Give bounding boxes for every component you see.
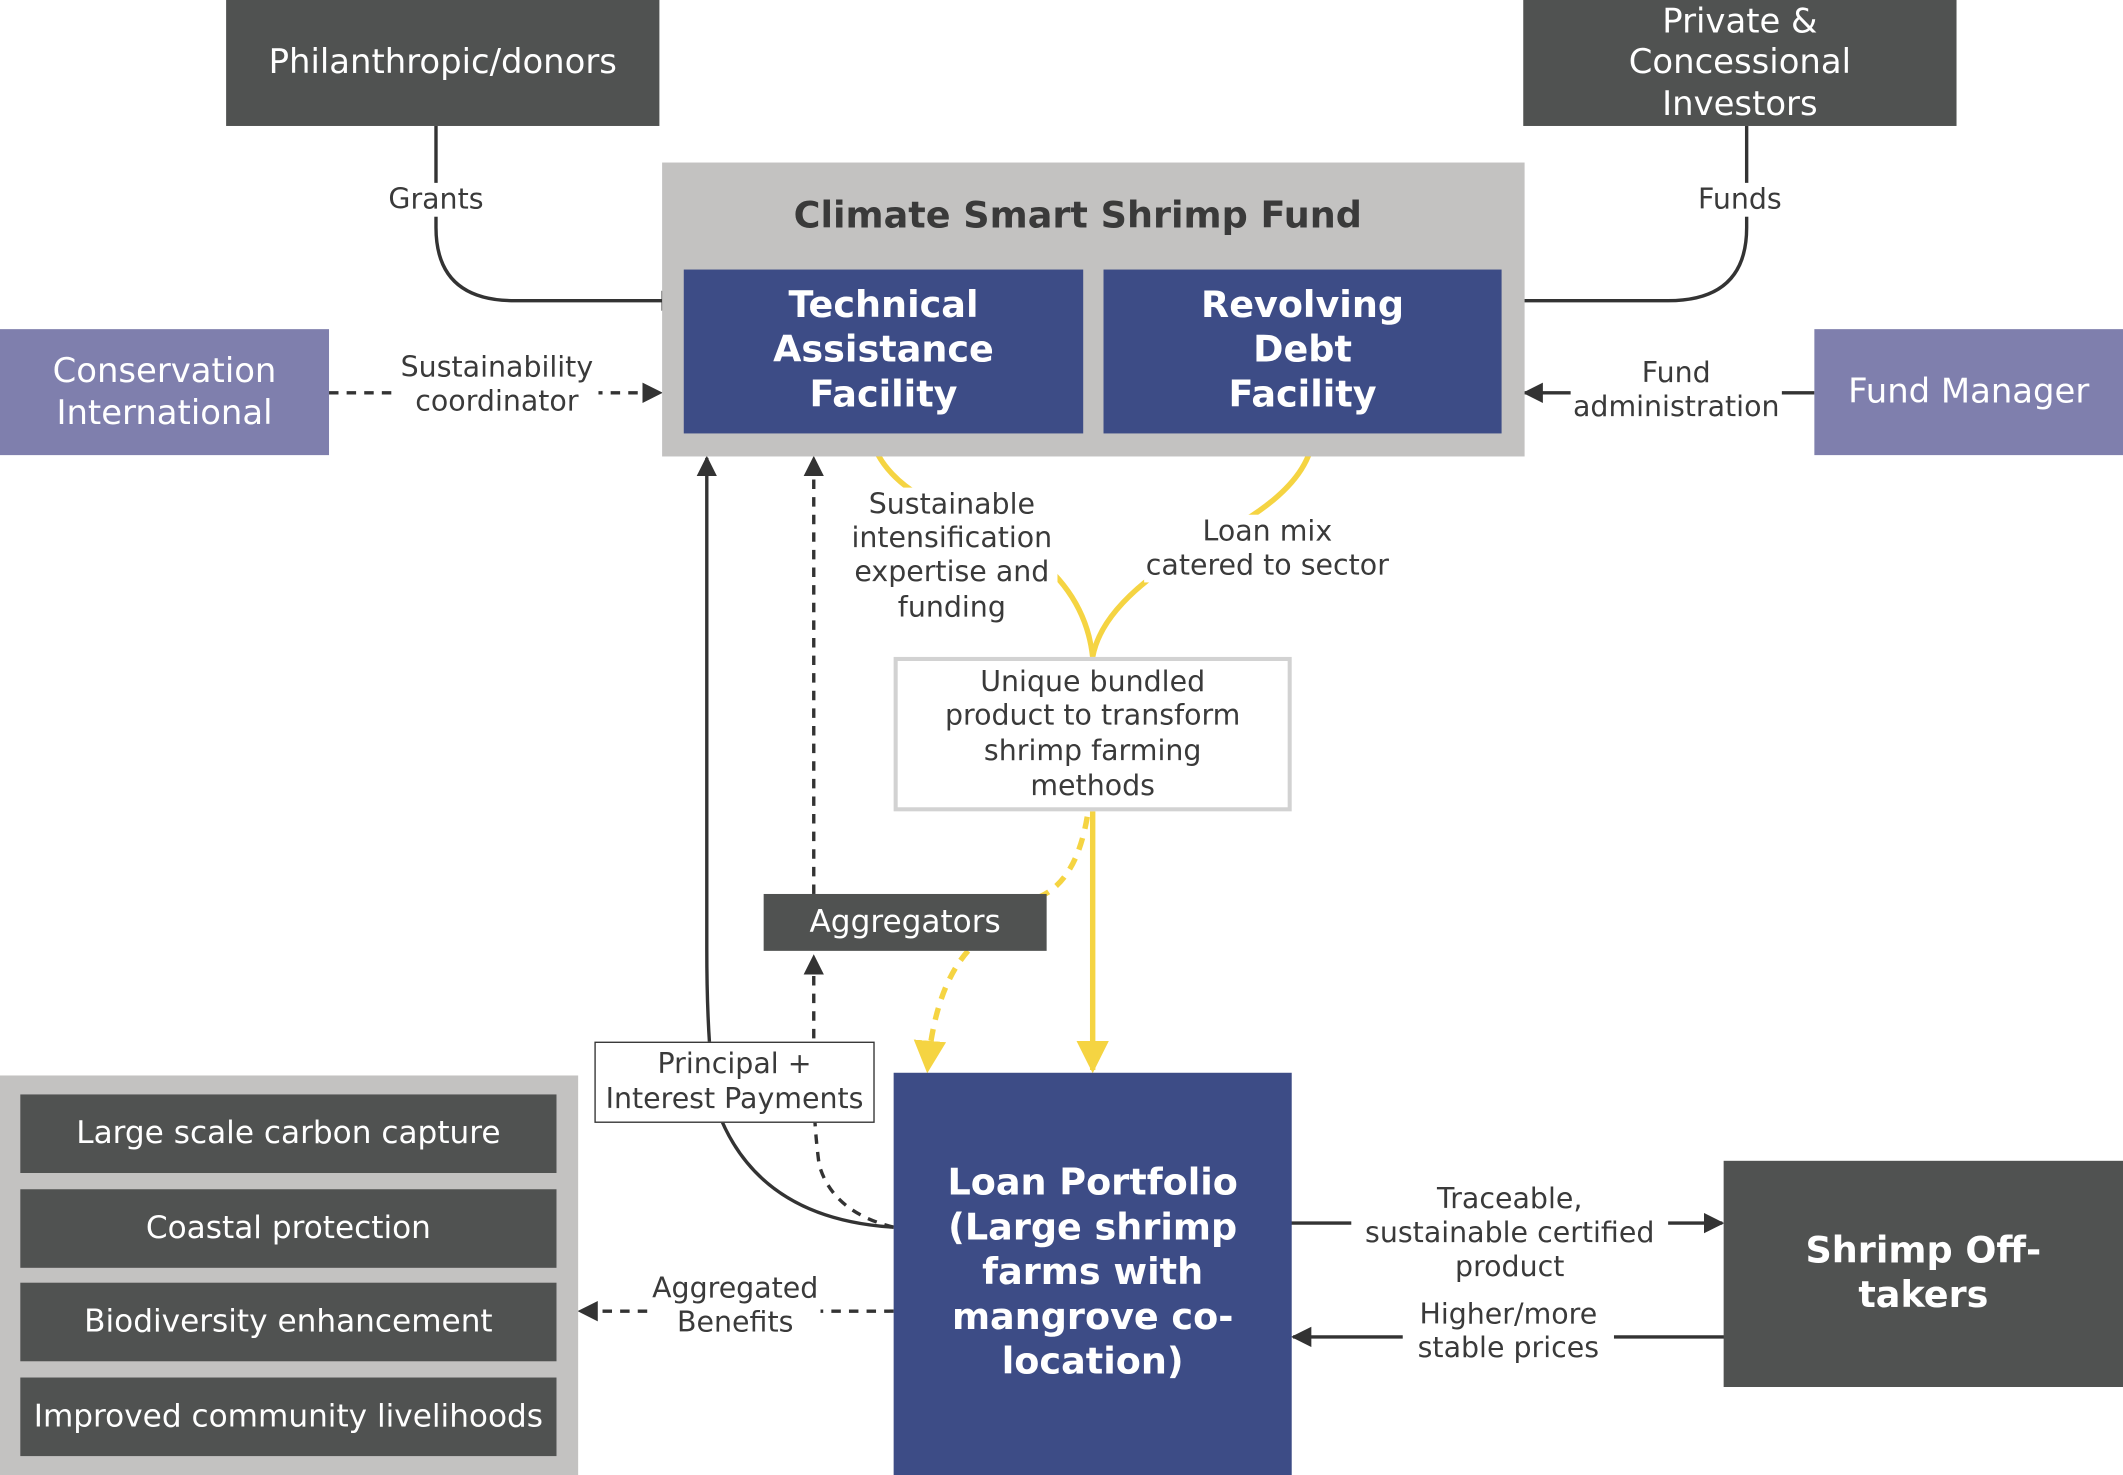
benefit-biodiversity-label: Biodiversity enhancement bbox=[84, 1304, 493, 1340]
benefit-carbon: Large scale carbon capture bbox=[20, 1094, 557, 1173]
bundled-product-box: Unique bundled product to transform shri… bbox=[893, 656, 1292, 812]
sustainability-label: Sustainability coordinator bbox=[395, 350, 599, 420]
ta-facility-label: Technical Assistance Facility bbox=[773, 284, 994, 416]
prices-label: Higher/more stable prices bbox=[1402, 1297, 1614, 1366]
fund-title: Climate Smart Shrimp Fund bbox=[793, 195, 1362, 238]
benefit-livelihoods-label: Improved community livelihoods bbox=[33, 1399, 544, 1435]
aggregators-label: Aggregators bbox=[809, 904, 1001, 940]
loan-portfolio-box: Loan Portfolio (Large shrimp farms with … bbox=[893, 1072, 1292, 1475]
fund-manager-box: Fund Manager bbox=[1814, 329, 2123, 456]
benefit-coastal: Coastal protection bbox=[20, 1189, 557, 1268]
benefit-biodiversity: Biodiversity enhancement bbox=[20, 1282, 557, 1362]
funds-label: Funds bbox=[1684, 182, 1796, 217]
rd-facility-box: Revolving Debt Facility bbox=[1103, 269, 1502, 434]
aggregators-box: Aggregators bbox=[763, 893, 1047, 951]
benefit-livelihoods: Improved community livelihoods bbox=[20, 1377, 557, 1457]
bundle-via-aggregators-arrow bbox=[927, 816, 1090, 1070]
rd-facility-label: Revolving Debt Facility bbox=[1201, 284, 1405, 416]
intensification-label: Sustainable intensification expertise an… bbox=[846, 487, 1058, 625]
principal-box: Principal + Interest Payments bbox=[594, 1041, 875, 1123]
grants-arrow bbox=[434, 125, 682, 311]
principal-label: Principal + Interest Payments bbox=[605, 1047, 864, 1115]
fund-manager-label: Fund Manager bbox=[1848, 371, 2090, 411]
loan-portfolio-label: Loan Portfolio (Large shrimp farms with … bbox=[947, 1162, 1238, 1383]
conservation-label: Conservation International bbox=[52, 350, 277, 432]
traceable-label: Traceable, sustainable certified product bbox=[1351, 1182, 1669, 1285]
benefit-coastal-label: Coastal protection bbox=[145, 1210, 431, 1247]
offtakers-box: Shrimp Off-takers bbox=[1723, 1160, 2123, 1388]
bundled-product-label: Unique bundled product to transform shri… bbox=[944, 664, 1241, 802]
ta-facility-box: Technical Assistance Facility bbox=[683, 269, 1084, 434]
aggregated-benefits-label: Aggregated Benefits bbox=[649, 1271, 821, 1341]
private-investors-box: Private & Concessional Investors bbox=[1523, 0, 1957, 126]
funds-arrow bbox=[1502, 125, 1749, 311]
fund-admin-label: Fund administration bbox=[1570, 356, 1782, 425]
philanthropic-box: Philanthropic/donors bbox=[226, 0, 660, 126]
offtakers-label: Shrimp Off-takers bbox=[1805, 1229, 2042, 1316]
benefit-carbon-label: Large scale carbon capture bbox=[76, 1116, 501, 1152]
philanthropic-label: Philanthropic/donors bbox=[268, 42, 617, 82]
conservation-box: Conservation International bbox=[0, 329, 330, 456]
grants-label: Grants bbox=[373, 182, 499, 217]
loan-mix-label: Loan mix catered to sector bbox=[1144, 514, 1391, 583]
private-investors-label: Private & Concessional Investors bbox=[1628, 1, 1852, 123]
